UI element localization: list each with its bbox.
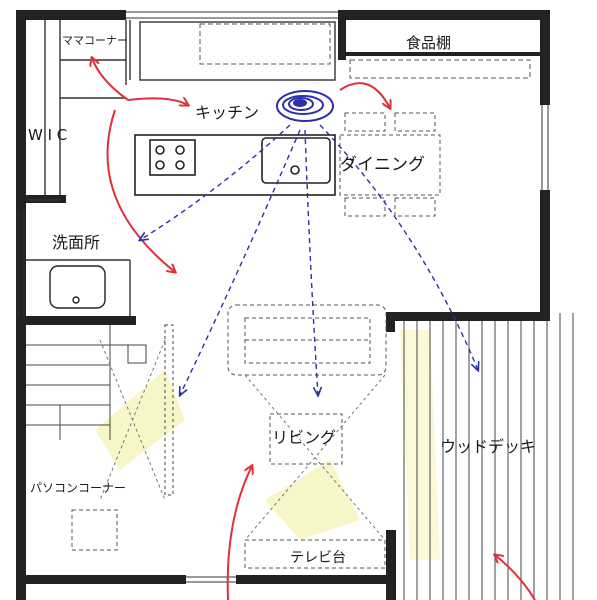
upper-cabinets <box>199 23 531 79</box>
label-washroom: 洗面所 <box>52 233 100 252</box>
blue-scribble <box>276 90 334 122</box>
kitchen-island <box>134 134 336 196</box>
room-labels: ママコーナー 食品棚 キッチン W I C ダイニング 洗面所 リビング ウッド… <box>28 34 536 566</box>
wash-basin <box>49 265 106 309</box>
stairs <box>26 324 174 496</box>
label-wood-deck: ウッドデッキ <box>440 437 536 456</box>
living-furniture <box>71 304 387 569</box>
label-pc-corner: パソコンコーナー <box>30 481 126 495</box>
label-kitchen: キッチン <box>195 103 259 122</box>
dining-table <box>339 112 441 217</box>
label-dining: ダイニング <box>340 155 425 175</box>
partitions <box>26 20 336 316</box>
view-lines <box>99 339 386 541</box>
label-mama-corner: ママコーナー <box>62 34 128 47</box>
blue-sightlines <box>140 124 478 395</box>
label-tv-stand: テレビ台 <box>290 550 346 566</box>
label-pantry: 食品棚 <box>406 34 451 52</box>
walls <box>16 10 550 600</box>
label-wic: W I C <box>28 126 67 144</box>
highlight-marks <box>95 330 440 560</box>
red-arrows <box>92 58 536 600</box>
wood-deck <box>403 313 583 600</box>
label-living: リビング <box>272 428 336 447</box>
